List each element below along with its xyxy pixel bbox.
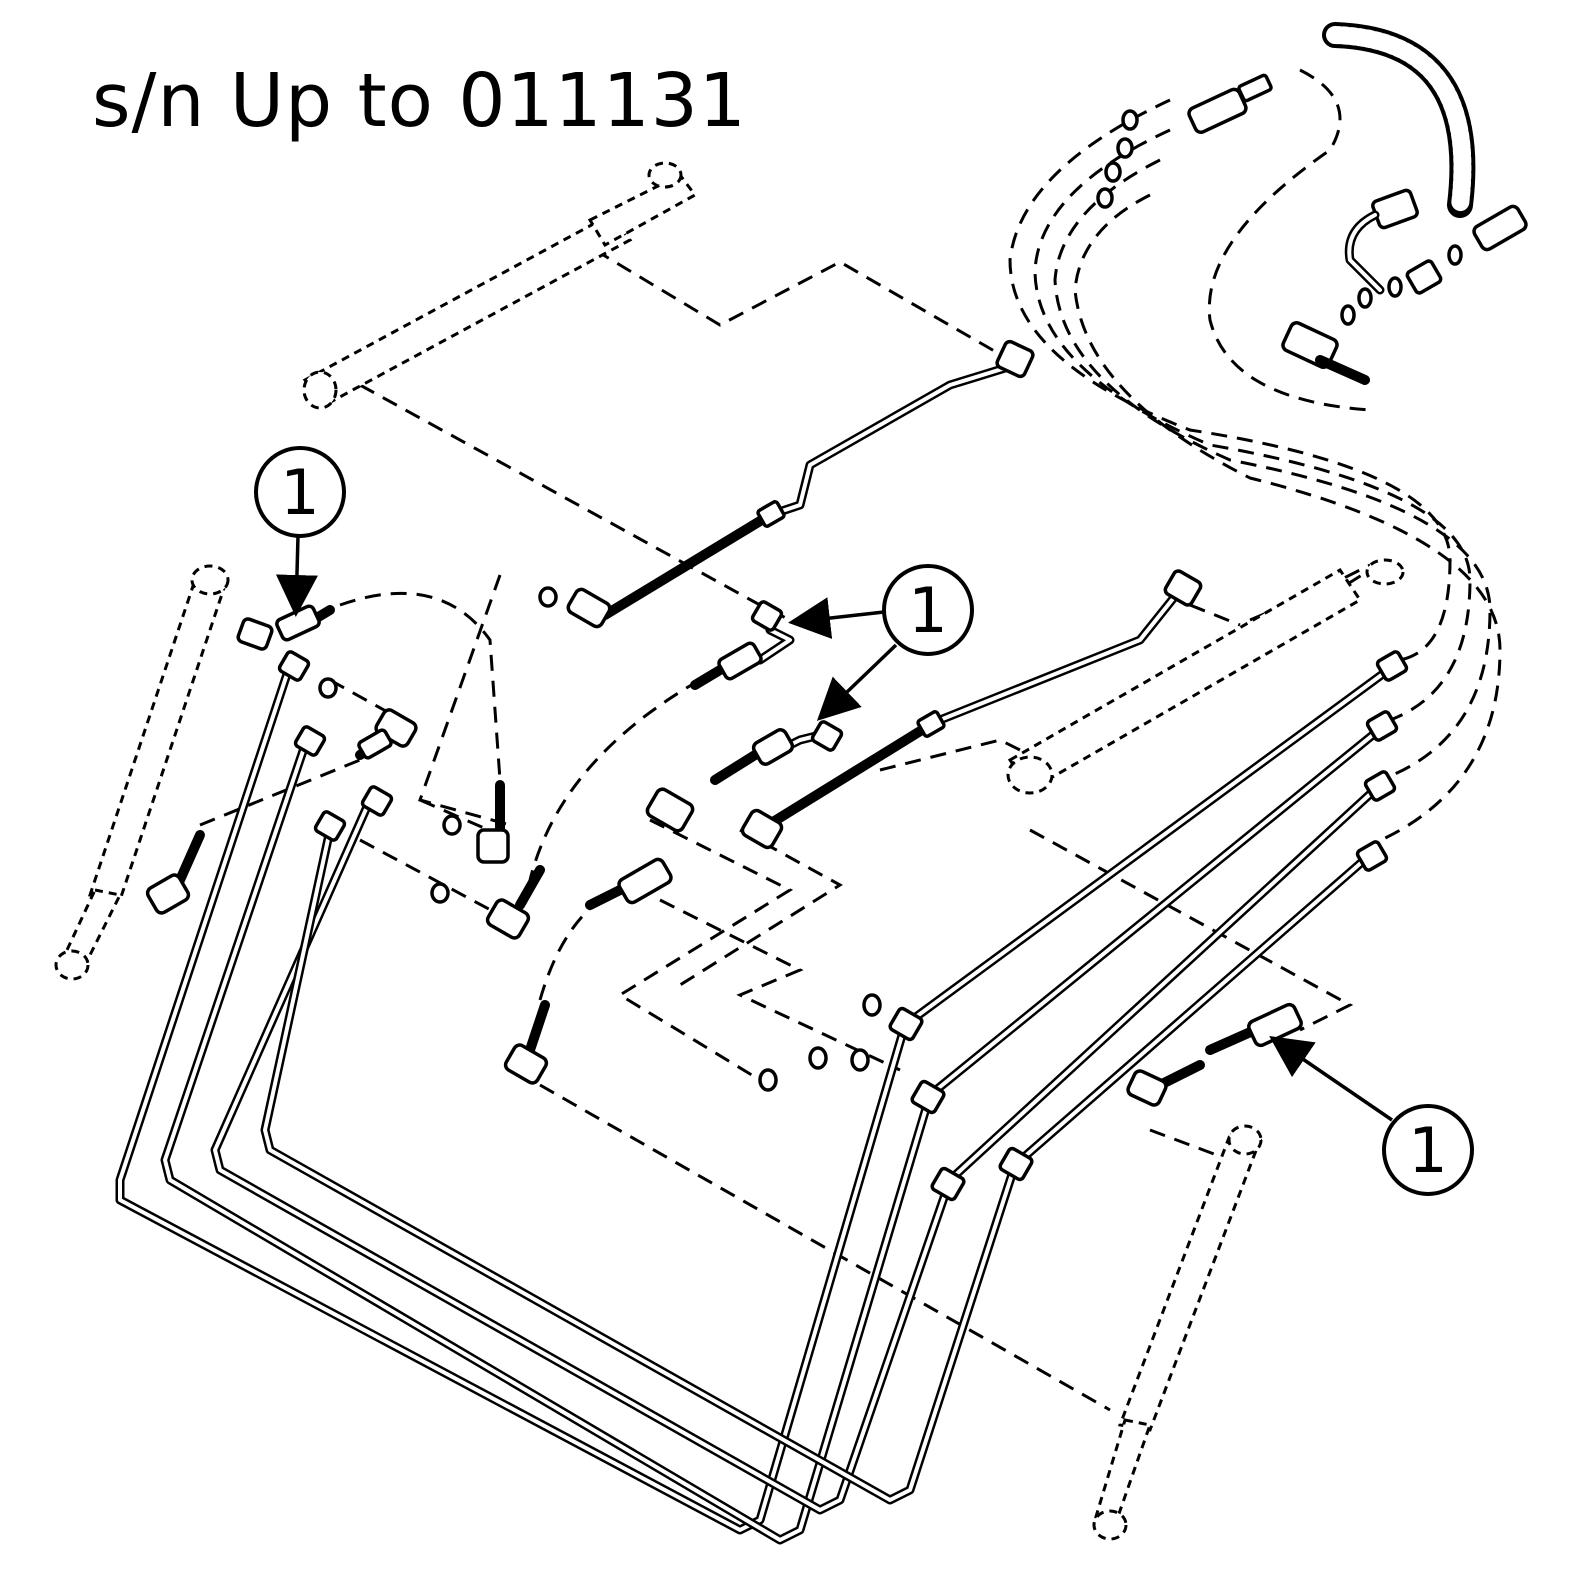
callout-1-center: 1 (788, 564, 974, 721)
dashed-routing-lines (199, 68, 1502, 1412)
ghost-cylinders (54, 161, 1405, 1541)
callout-1-bottom-right: 1 (1269, 1036, 1474, 1196)
callout-1-top-left: 1 (254, 446, 346, 617)
callout-label: 1 (1408, 1114, 1447, 1187)
o-rings (318, 109, 1463, 1092)
braided-sleeve (1322, 22, 1476, 218)
fittings (145, 73, 1528, 1202)
callout-label: 1 (908, 574, 947, 647)
page-title: s/n Up to 011131 (92, 58, 747, 144)
flexible-hoses (175, 510, 1260, 1090)
callout-label: 1 (280, 456, 319, 529)
rigid-tubes (115, 360, 1400, 1545)
